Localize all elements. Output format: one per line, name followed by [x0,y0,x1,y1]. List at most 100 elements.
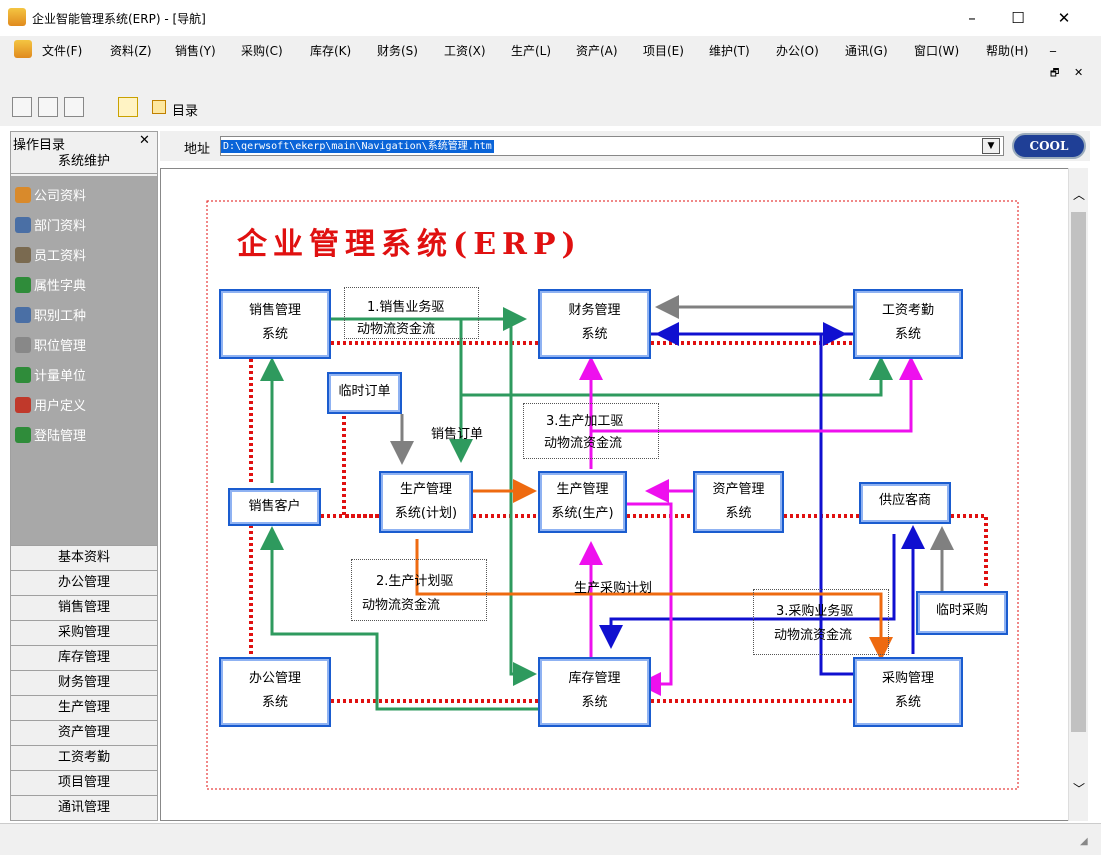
directory-button[interactable]: 目录 [172,104,199,119]
status-bar: ◢ [0,823,1101,855]
menu-production[interactable]: 生产(L) [511,44,552,58]
menu-project[interactable]: 项目(E) [643,44,684,58]
section-header[interactable]: 系统维护 [11,150,157,174]
toolbar: 目录 [0,88,1101,126]
scroll-down-icon[interactable]: ﹀ [1073,782,1086,796]
app-menu-icon[interactable] [14,40,32,58]
blue-flows [599,322,925,676]
address-bar: 地址 D:\qerwsoft\ekerp\main\Navigation\系统管… [160,131,1090,161]
menu-finance[interactable]: 财务(S) [377,44,418,58]
menu-comm[interactable]: 通讯(G) [845,44,888,58]
jobtype-icon [15,306,31,323]
node-asset-management[interactable]: 资产管理系统 [693,471,784,533]
menu-maintenance[interactable]: 维护(T) [709,44,750,58]
sidebar-item-login[interactable]: 登陆管理 [15,425,86,444]
node-sales-management[interactable]: 销售管理系统 [219,289,331,359]
menu-purchase[interactable]: 采购(C) [241,44,283,58]
node-office-management[interactable]: 办公管理系统 [219,657,331,727]
category-sales[interactable]: 销售管理 [11,595,157,620]
employee-icon [15,246,31,263]
login-icon [15,426,31,443]
menu-help[interactable]: 帮助(H) [986,44,1029,58]
menu-window[interactable]: 窗口(W) [914,44,960,58]
cascade-icon[interactable] [12,97,32,117]
panel-title: 操作目录 [13,138,66,153]
magenta-flows [579,356,923,696]
orange-flows [415,479,893,661]
resize-grip-icon[interactable]: ◢ [1080,836,1088,847]
node-production-plan[interactable]: 生产管理系统(计划) [379,471,473,533]
category-purchase[interactable]: 采购管理 [11,620,157,645]
node-purchase-management[interactable]: 采购管理系统 [853,657,963,727]
node-finance-management[interactable]: 财务管理系统 [538,289,651,359]
position-icon [15,336,31,353]
mdi-restore-button[interactable]: 🗗 [1050,68,1060,79]
sidebar-item-user[interactable]: 用户定义 [15,395,86,414]
maximize-button[interactable]: ☐ [1011,9,1025,27]
node-production-execution[interactable]: 生产管理系统(生产) [538,471,627,533]
menu-file[interactable]: 文件(F) [42,44,83,58]
chevron-down-icon[interactable]: ▼ [982,138,1000,154]
tile-vertical-icon[interactable] [64,97,84,117]
menu-office[interactable]: 办公(O) [776,44,819,58]
sidebar-item-position[interactable]: 职位管理 [15,335,86,354]
close-button[interactable]: ✕ [1057,9,1071,27]
section-list [11,176,157,545]
category-finance[interactable]: 财务管理 [11,670,157,695]
user-icon [15,396,31,413]
menu-bar: 文件(F) 资料(Z) 销售(Y) 采购(C) 库存(K) 财务(S) 工资(X… [0,36,1101,88]
gray-flows [390,295,954,599]
dictionary-icon [15,276,31,293]
app-icon [8,8,26,26]
diagram-frame [206,200,1019,790]
vertical-scrollbar[interactable]: ︿ ﹀ [1068,168,1088,821]
node-sales-customer[interactable]: 销售客户 [228,488,321,526]
note-sales-drive: 1.销售业务驱 动物流资金流 [344,287,479,339]
node-supplier[interactable]: 供应客商 [859,482,951,524]
mdi-close-button[interactable]: ✕ [1074,66,1084,79]
sales-order-label: 销售订单 [431,427,484,442]
category-inventory[interactable]: 库存管理 [11,645,157,670]
sidebar-item-dictionary[interactable]: 属性字典 [15,275,86,294]
content-view: 企业管理系统(ERP) 1.销售业务驱 动物流资金流 3.生产加工驱 动物流资金… [160,168,1070,821]
address-label: 地址 [184,142,211,157]
window-title: 企业智能管理系统(ERP) - [导航] [32,12,206,26]
company-icon [15,186,31,203]
minimize-button[interactable]: – [968,9,976,27]
note-plan-drive: 2.生产计划驱 动物流资金流 [351,559,487,621]
menu-sales[interactable]: 销售(Y) [175,44,216,58]
scroll-up-icon[interactable]: ︿ [1073,188,1086,202]
node-temp-order[interactable]: 临时订单 [327,372,402,414]
node-inventory-management[interactable]: 库存管理系统 [538,657,651,727]
menu-payroll[interactable]: 工资(X) [444,44,486,58]
address-value: D:\qerwsoft\ekerp\main\Navigation\系统管理.h… [221,140,494,153]
category-asset[interactable]: 资产管理 [11,720,157,745]
node-temp-purchase[interactable]: 临时采购 [916,591,1008,635]
category-project[interactable]: 项目管理 [11,770,157,795]
sidebar-item-unit[interactable]: 计量单位 [15,365,86,384]
tile-horizontal-icon[interactable] [38,97,58,117]
address-input[interactable]: D:\qerwsoft\ekerp\main\Navigation\系统管理.h… [220,136,1004,156]
settings-icon[interactable] [118,97,138,117]
category-comm[interactable]: 通讯管理 [11,795,157,820]
sidebar-item-jobtype[interactable]: 职别工种 [15,305,86,324]
note-production-drive: 3.生产加工驱 动物流资金流 [523,403,659,459]
category-production[interactable]: 生产管理 [11,695,157,720]
menu-data[interactable]: 资料(Z) [110,44,152,58]
department-icon [15,216,31,233]
category-payroll[interactable]: 工资考勤 [11,745,157,770]
sidebar-item-employee[interactable]: 员工资料 [15,245,86,264]
mdi-minimize-button[interactable]: _ [1050,38,1056,52]
title-bar: 企业智能管理系统(ERP) - [导航] – ☐ ✕ [0,0,1101,36]
note-purchase-drive: 3.采购业务驱 动物流资金流 [753,589,889,655]
panel-close-icon[interactable]: ✕ [139,133,150,148]
sidebar-item-department[interactable]: 部门资料 [15,215,86,234]
tree-icon[interactable] [152,100,166,114]
category-basic[interactable]: 基本资料 [11,545,157,570]
node-payroll-attendance[interactable]: 工资考勤系统 [853,289,963,359]
category-office[interactable]: 办公管理 [11,570,157,595]
menu-asset[interactable]: 资产(A) [576,44,618,58]
menu-inventory[interactable]: 库存(K) [310,44,352,58]
sidebar-item-company[interactable]: 公司资料 [15,185,86,204]
scroll-thumb[interactable] [1071,212,1086,732]
